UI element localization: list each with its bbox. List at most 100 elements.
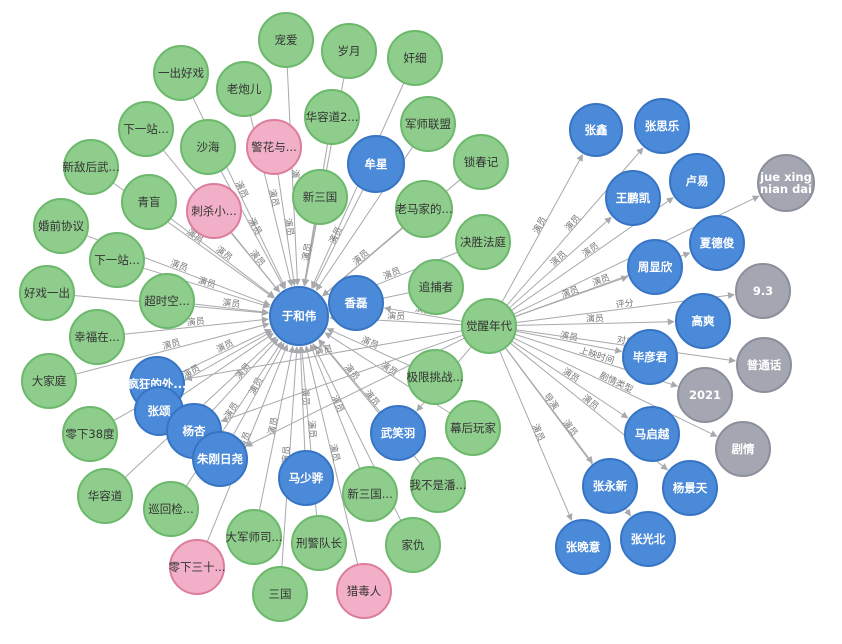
node-circle[interactable]	[453, 134, 509, 190]
graph-node-yuhewei[interactable]: 于和伟	[269, 286, 329, 346]
edge-juexing-juqing[interactable]	[513, 337, 718, 437]
graph-node-xunhui[interactable]: 巡回检...	[143, 481, 199, 537]
node-circle[interactable]	[675, 293, 731, 349]
node-circle[interactable]	[33, 198, 89, 254]
graph-node-xiayizhan1[interactable]: 下一站...	[118, 101, 174, 157]
graph-node-chaoshi[interactable]: 超时空...	[139, 273, 195, 329]
graph-node-yangjingtian[interactable]: 杨景天	[662, 460, 718, 516]
graph-node-hunqian[interactable]: 婚前协议	[33, 198, 89, 254]
node-circle[interactable]	[77, 468, 133, 524]
node-circle[interactable]	[69, 309, 125, 365]
graph-node-zhuibu[interactable]: 追捕者	[408, 259, 464, 315]
node-circle[interactable]	[620, 511, 676, 567]
graph-node-chongai[interactable]: 宠爱	[258, 12, 314, 68]
graph-node-laoma[interactable]: 老马家的...	[395, 180, 453, 238]
edge-fengkuang-yuhewei[interactable]	[181, 328, 272, 373]
graph-node-biyanjun[interactable]: 毕彦君	[622, 329, 678, 385]
node-circle[interactable]	[121, 174, 177, 230]
graph-node-lieduren[interactable]: 猎毒人	[336, 563, 392, 619]
node-circle[interactable]	[291, 515, 347, 571]
edge-niuxing-yuhewei[interactable]	[312, 188, 364, 289]
node-circle[interactable]	[662, 460, 718, 516]
graph-node-lingxia30[interactable]: 零下三十...	[169, 539, 226, 595]
node-circle[interactable]	[461, 298, 517, 354]
node-circle[interactable]	[569, 103, 623, 157]
node-circle[interactable]	[246, 119, 302, 175]
edge-xinsanguo2-yuhewei[interactable]	[309, 344, 361, 470]
node-circle[interactable]	[689, 215, 745, 271]
graph-node-luyi[interactable]: 卢易	[669, 153, 725, 209]
node-circle[interactable]	[118, 101, 174, 157]
graph-node-xindi[interactable]: 新敌后武...	[63, 139, 120, 195]
node-circle[interactable]	[622, 329, 678, 385]
graph-node-putonghua[interactable]: 普通话	[736, 337, 792, 393]
graph-node-wangpengkai[interactable]: 王鹏凯	[605, 170, 661, 226]
graph-node-yichuhaoxi[interactable]: 一出好戏	[153, 45, 209, 101]
node-circle[interactable]	[278, 450, 334, 506]
graph-node-mashaohua[interactable]: 马少骅	[278, 450, 334, 506]
node-circle[interactable]	[19, 265, 75, 321]
graph-node-huarongdao[interactable]: 华容道	[77, 468, 133, 524]
edge-xingfu-yuhewei[interactable]	[123, 316, 269, 335]
node-circle[interactable]	[328, 275, 384, 331]
node-circle[interactable]	[410, 457, 466, 513]
graph-node-juesheng[interactable]: 决胜法庭	[455, 214, 511, 270]
node-circle[interactable]	[385, 517, 441, 573]
node-circle[interactable]	[226, 509, 282, 565]
node-circle[interactable]	[624, 406, 680, 462]
node-circle[interactable]	[336, 563, 392, 619]
node-circle[interactable]	[321, 23, 377, 79]
node-circle[interactable]	[408, 259, 464, 315]
node-circle[interactable]	[21, 353, 77, 409]
node-circle[interactable]	[555, 519, 611, 575]
node-circle[interactable]	[139, 273, 195, 329]
node-circle[interactable]	[216, 61, 272, 117]
graph-node-juexing[interactable]: 觉醒年代	[461, 298, 517, 354]
node-circle[interactable]	[669, 153, 725, 209]
graph-node-wuyanyu[interactable]: 武笑羽	[370, 405, 426, 461]
node-circle[interactable]	[63, 139, 119, 195]
edge-yangxi-yuhewei[interactable]	[211, 338, 279, 412]
node-circle[interactable]	[634, 98, 690, 154]
edge-juexing-xianglei[interactable]	[383, 305, 463, 322]
edge-juexing-maqiyue[interactable]	[511, 340, 629, 419]
graph-node-year[interactable]: 2021	[677, 367, 733, 423]
node-circle[interactable]	[62, 406, 118, 462]
edge-juexing-gaoshuang[interactable]	[515, 318, 675, 326]
node-circle[interactable]	[180, 119, 236, 175]
graph-node-xingjing[interactable]: 刑警队长	[291, 515, 347, 571]
node-circle[interactable]	[395, 180, 453, 238]
graph-node-jianxi[interactable]: 奸细	[387, 30, 443, 86]
edge-zhang-yuhewei[interactable]	[178, 332, 274, 398]
graph-node-xianglei[interactable]: 香磊	[328, 275, 384, 331]
node-circle[interactable]	[370, 405, 426, 461]
graph-node-muhou[interactable]: 幕后玩家	[445, 400, 501, 456]
graph-node-xingfu[interactable]: 幸福在...	[69, 309, 125, 365]
node-circle[interactable]	[186, 183, 242, 239]
graph-node-shahai[interactable]: 沙海	[180, 119, 236, 175]
graph-node-jiachou[interactable]: 家仇	[385, 517, 441, 573]
edge-dajunshi-yuhewei[interactable]	[258, 345, 295, 511]
node-circle[interactable]	[605, 170, 661, 226]
node-circle[interactable]	[304, 89, 360, 145]
graph-node-juqing[interactable]: 剧情	[715, 421, 771, 477]
edge-juexing-yangxi[interactable]	[220, 334, 464, 423]
graph-node-zhangsile[interactable]: 张思乐	[634, 98, 690, 154]
edge-chaoshi-yuhewei[interactable]	[193, 303, 269, 316]
graph-node-qingmang[interactable]: 青盲	[121, 174, 177, 230]
graph-node-zhuganglixi[interactable]: 朱刚日尧	[192, 431, 248, 487]
graph-node-suiyue[interactable]: 岁月	[321, 23, 377, 79]
node-circle[interactable]	[677, 367, 733, 423]
edge-juexing-zhangwanyi[interactable]	[499, 350, 573, 521]
node-circle[interactable]	[455, 214, 511, 270]
node-circle[interactable]	[342, 466, 398, 522]
node-circle[interactable]	[715, 421, 771, 477]
edge-juexing-fengkuang[interactable]	[184, 330, 463, 382]
node-circle[interactable]	[258, 12, 314, 68]
graph-node-gaoshuang[interactable]: 高爽	[675, 293, 731, 349]
graph-node-haoxi[interactable]: 好戏一出	[19, 265, 75, 321]
node-circle[interactable]	[269, 286, 329, 346]
graph-node-niuxing[interactable]: 牟星	[347, 135, 405, 193]
graph-node-xinsanguo[interactable]: 新三国	[292, 169, 348, 225]
